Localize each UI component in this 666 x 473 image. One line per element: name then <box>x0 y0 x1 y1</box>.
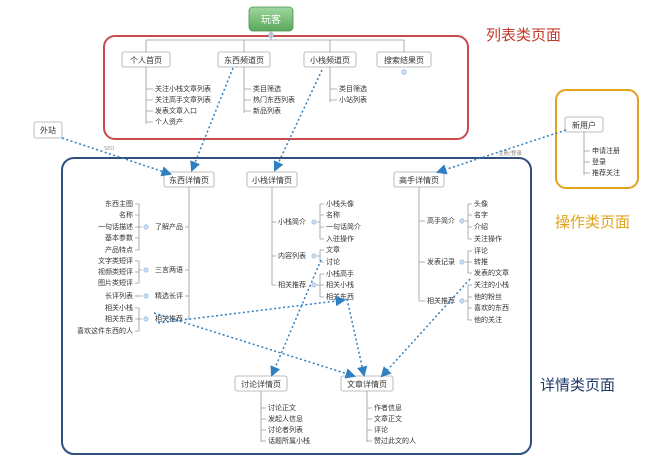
list-page-home[interactable]: 个人首页 <box>121 51 171 68</box>
thing-item-6: 文字类短评 <box>98 256 133 265</box>
article-detail-title: 文章详情页 <box>347 379 387 389</box>
thing-item-8: 图片类短评 <box>98 278 133 287</box>
new-user-item-2: 登录 <box>592 157 606 166</box>
thing-channel-item-2: 热门东西列表 <box>253 95 295 104</box>
thing-detail-node[interactable]: 东西详情页 <box>163 171 215 188</box>
expert-item-5: 评论 <box>474 246 488 255</box>
thing-group-1-label: 了解产品 <box>155 222 183 231</box>
shop-channel-item-2: 小站列表 <box>339 95 367 104</box>
article-item-3: 评论 <box>374 425 388 434</box>
new-user-title: 新用户 <box>572 120 596 130</box>
list-page-thing-channel-title: 东西频道页 <box>224 55 264 65</box>
expert-item-7: 发表的文章 <box>474 268 509 277</box>
root-label: 玩客 <box>261 13 281 26</box>
article-item-2: 文章正文 <box>374 414 402 423</box>
shop-group-1-label: 小栈简介 <box>278 217 306 226</box>
discussion-item-1: 讨论正文 <box>268 403 296 412</box>
discussion-item-4: 话题所属小栈 <box>268 436 310 445</box>
action-pages-title: 操作类页面 <box>555 213 630 231</box>
home-item-4: 个人资产 <box>155 117 183 126</box>
expert-item-10: 喜欢的东西 <box>474 303 509 312</box>
shop-item-2: 名称 <box>326 210 340 219</box>
expert-item-8: 关注的小栈 <box>474 280 509 289</box>
detail-pages-frame <box>61 157 532 455</box>
shop-item-6: 讨论 <box>326 257 340 266</box>
register-edge-label: 注册/登录 <box>498 149 522 157</box>
shop-item-4: 入驻操作 <box>326 234 354 243</box>
thing-item-7: 视频类短评 <box>98 267 133 276</box>
thing-group-3-label: 精选长评 <box>155 291 183 300</box>
list-page-home-title: 个人首页 <box>130 55 162 65</box>
action-pages-frame <box>555 89 639 189</box>
article-detail-node[interactable]: 文章详情页 <box>340 375 394 392</box>
discussion-item-3: 讨论者列表 <box>268 425 303 434</box>
expert-group-3-label: 相关推荐 <box>427 296 455 305</box>
home-item-2: 关注高手文章列表 <box>155 95 211 104</box>
home-item-3: 发表文章入口 <box>155 106 197 115</box>
expert-item-1: 头像 <box>474 199 488 208</box>
thing-item-5: 产品特点 <box>105 245 133 254</box>
thing-item-1: 东西主图 <box>105 199 133 208</box>
thing-detail-title: 东西详情页 <box>169 175 209 185</box>
thing-item-2: 名称 <box>119 210 133 219</box>
discussion-detail-node[interactable]: 讨论详情页 <box>234 375 288 392</box>
shop-channel-item-1: 类目筛选 <box>339 84 367 93</box>
list-page-shop-channel[interactable]: 小栈频道页 <box>303 51 357 68</box>
thing-item-11: 相关东西 <box>105 314 133 323</box>
expert-item-9: 他的粉丝 <box>474 292 502 301</box>
list-page-shop-channel-title: 小栈频道页 <box>310 55 350 65</box>
thing-item-3: 一句话描述 <box>98 222 133 231</box>
shop-item-9: 相关东西 <box>326 292 354 301</box>
expert-item-2: 名字 <box>474 210 488 219</box>
search-collapse-icon[interactable] <box>401 69 407 75</box>
thing-group-4-label: 相关推荐 <box>155 314 183 323</box>
home-item-1: 关注小栈文章列表 <box>155 84 211 93</box>
shop-item-7: 小栈高手 <box>326 269 354 278</box>
expert-item-6: 转推 <box>474 257 488 266</box>
shop-item-8: 相关小栈 <box>326 280 354 289</box>
thing-item-10: 相关小栈 <box>105 303 133 312</box>
shop-detail-title: 小栈详情页 <box>252 175 292 185</box>
shop-group-3-label: 相关推荐 <box>278 280 306 289</box>
thing-group-2-label: 三言两语 <box>155 265 183 274</box>
expert-group-2-label: 发表记录 <box>427 257 455 266</box>
new-user-node[interactable]: 新用户 <box>564 116 604 133</box>
shop-item-5: 文章 <box>326 245 340 254</box>
new-user-item-1: 申请注册 <box>592 146 620 155</box>
shop-item-1: 小栈头像 <box>326 199 354 208</box>
list-page-thing-channel[interactable]: 东西频道页 <box>217 51 271 68</box>
list-page-search[interactable]: 搜索结果页 <box>376 51 432 68</box>
list-page-search-title: 搜索结果页 <box>384 55 424 65</box>
expert-detail-title: 高手详情页 <box>399 175 439 185</box>
seo-edge-label: SEO <box>104 146 114 152</box>
list-pages-title: 列表类页面 <box>486 26 561 44</box>
list-pages-frame <box>103 35 469 140</box>
detail-pages-title: 详情类页面 <box>540 376 615 394</box>
thing-channel-item-3: 新品列表 <box>253 106 281 115</box>
article-item-4: 赞过此文的人 <box>374 436 416 445</box>
discussion-detail-title: 讨论详情页 <box>241 379 281 389</box>
navigation-links <box>61 67 567 379</box>
external-site-node[interactable]: 外站 <box>33 121 63 139</box>
expert-item-3: 介绍 <box>474 222 488 231</box>
thing-item-4: 基本参数 <box>105 233 133 242</box>
thing-channel-item-1: 类目筛选 <box>253 84 281 93</box>
discussion-item-2: 发起人信息 <box>268 414 303 423</box>
expert-item-4: 关注操作 <box>474 234 502 243</box>
article-item-1: 作者信息 <box>374 403 402 412</box>
expert-detail-node[interactable]: 高手详情页 <box>393 171 445 188</box>
thing-item-9: 长评列表 <box>105 291 133 300</box>
shop-detail-node[interactable]: 小栈详情页 <box>246 171 298 188</box>
shop-item-3: 一句话简介 <box>326 222 361 231</box>
expert-item-11: 他的关注 <box>474 315 502 324</box>
shop-group-2-label: 内容列表 <box>278 251 306 260</box>
thing-item-12: 喜欢这件东西的人 <box>77 326 133 335</box>
external-site-label: 外站 <box>40 125 56 135</box>
new-user-item-3: 推荐关注 <box>592 168 620 177</box>
expert-group-1-label: 高手简介 <box>427 216 455 225</box>
